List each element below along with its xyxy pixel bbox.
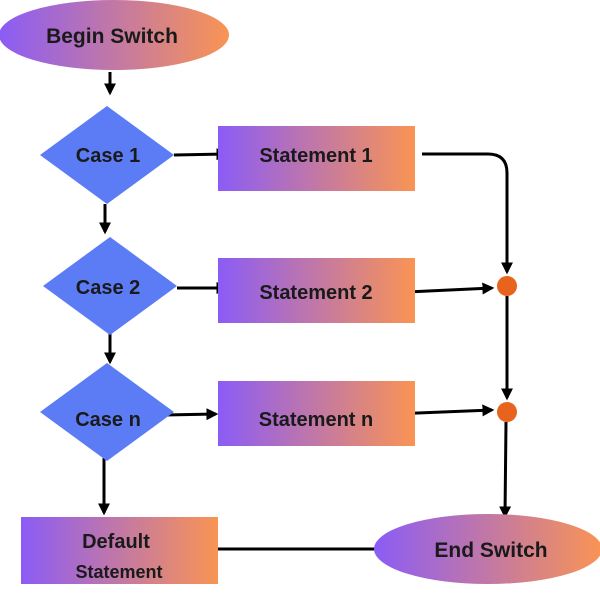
case-1-node: Case 1 bbox=[40, 106, 174, 204]
junction-1-dot bbox=[497, 276, 517, 296]
begin-switch-label: Begin Switch bbox=[46, 25, 178, 48]
arrow-case1-to-statement1 bbox=[173, 148, 229, 161]
case-2-label: Case 2 bbox=[76, 277, 141, 299]
begin-switch-node: Begin Switch bbox=[0, 0, 229, 70]
statement-n-node: Statement n bbox=[218, 381, 415, 446]
arrow-casen-to-statementn bbox=[164, 408, 219, 421]
case-1-label: Case 1 bbox=[76, 145, 141, 167]
default-statement-label-line1: Default bbox=[82, 531, 150, 553]
end-switch-shape bbox=[374, 514, 600, 584]
statement-2-label: Statement 2 bbox=[259, 282, 372, 304]
default-statement-label-line2: Statement bbox=[75, 562, 162, 582]
case-n-diamond bbox=[40, 363, 174, 461]
case-2-diamond bbox=[43, 237, 177, 335]
end-switch-node: End Switch bbox=[374, 514, 600, 584]
end-switch-label: End Switch bbox=[434, 539, 547, 562]
statement-1-label: Statement 1 bbox=[259, 145, 372, 167]
arrow-statement2-to-junction1 bbox=[406, 282, 495, 295]
case-n-label: Case n bbox=[75, 409, 141, 431]
case-1-diamond bbox=[40, 106, 174, 204]
arrow-statement1-to-junction1 bbox=[422, 152, 513, 275]
case-n-node: Case n bbox=[40, 363, 174, 461]
statement-1-box bbox=[218, 126, 415, 191]
statement-2-node: Statement 2 bbox=[218, 258, 415, 323]
junction-2-dot bbox=[497, 402, 517, 422]
begin-switch-shape bbox=[0, 0, 229, 70]
statement-2-box bbox=[218, 258, 415, 323]
statement-1-node: Statement 1 bbox=[218, 126, 415, 191]
default-statement-node: Default Statement bbox=[21, 517, 218, 584]
default-statement-box bbox=[21, 517, 218, 584]
statement-n-label: Statement n bbox=[259, 409, 373, 431]
case-2-node: Case 2 bbox=[43, 237, 177, 335]
statement-n-box bbox=[218, 381, 415, 446]
arrow-junction2-to-end bbox=[499, 421, 512, 519]
